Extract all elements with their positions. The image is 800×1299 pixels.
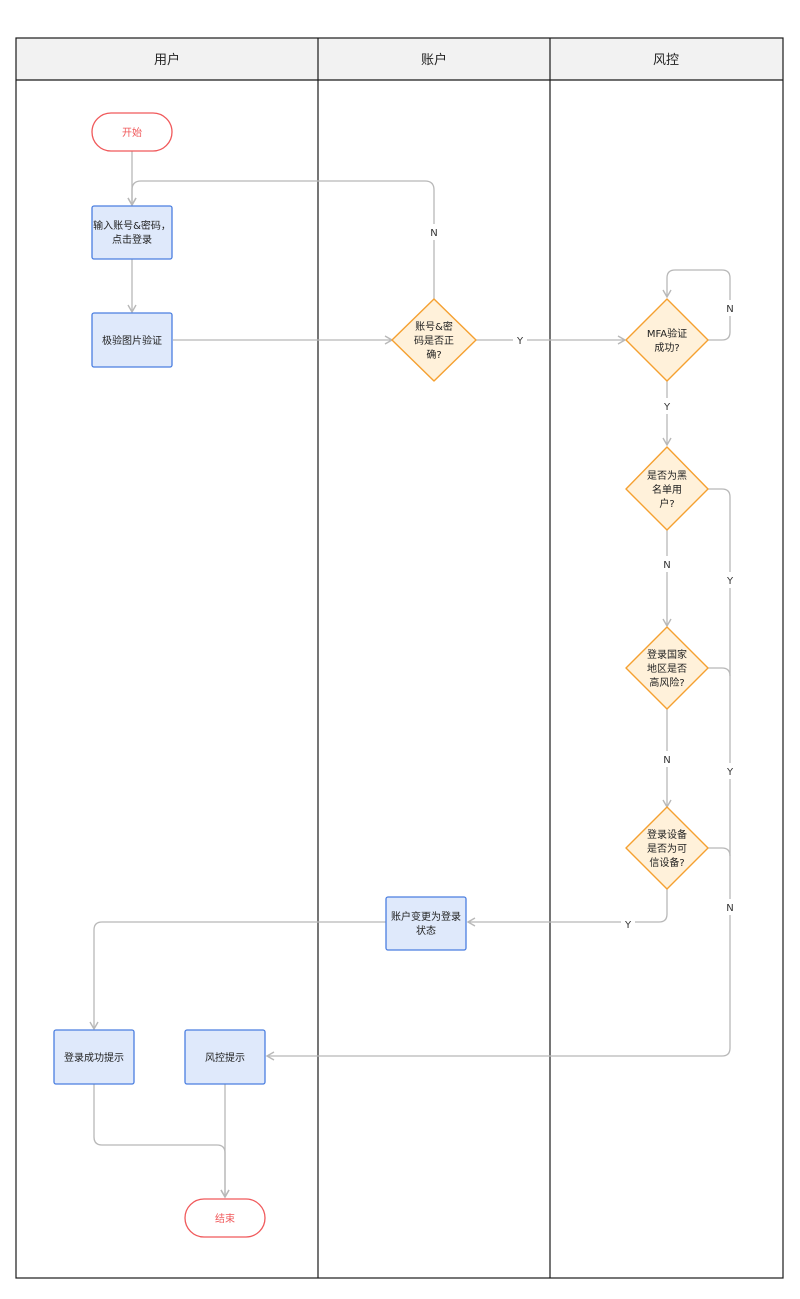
swimlane-frame: 用户 账户 风控 bbox=[15, 37, 784, 1279]
connectors bbox=[89, 151, 731, 1199]
label-bg bbox=[723, 763, 737, 779]
edge-label-mfa-no: N bbox=[726, 304, 733, 315]
edge-device-yes-to-statechange bbox=[466, 889, 668, 927]
region-line1: 登录国家 bbox=[647, 648, 687, 661]
process-input-credentials: 输入账号&密码， 点击登录 bbox=[91, 205, 173, 260]
edge-label-mfa-yes: Y bbox=[663, 402, 671, 413]
blacklist-line3: 户? bbox=[659, 497, 674, 510]
label-bg bbox=[660, 751, 674, 767]
state-change-line2: 状态 bbox=[416, 924, 436, 937]
state-change-line1: 账户变更为登录 bbox=[391, 910, 461, 923]
end-node: 结束 bbox=[184, 1198, 266, 1238]
process-state-change: 账户变更为登录 状态 bbox=[385, 896, 467, 951]
edge-label-region-yes: Y bbox=[726, 767, 734, 778]
mfa-line1: MFA验证 bbox=[647, 327, 687, 340]
label-bg bbox=[660, 398, 674, 414]
edge-label-black-no: N bbox=[663, 560, 670, 571]
decision-password-correct: 账号&密 码是否正 确? bbox=[391, 298, 477, 382]
decision-trusted-device: 登录设备 是否为可 信设备? bbox=[625, 806, 709, 890]
input-label-line2: 点击登录 bbox=[112, 233, 152, 246]
label-bg bbox=[621, 916, 635, 932]
pwd-check-line3: 确? bbox=[426, 348, 441, 361]
edge-risk-to-risktip bbox=[265, 488, 731, 1061]
label-bg bbox=[723, 572, 737, 588]
input-label-line1: 输入账号&密码， bbox=[93, 219, 171, 232]
device-line3: 信设备? bbox=[649, 856, 684, 869]
edge-labels: N Y N Y N Y N Y Y N bbox=[427, 224, 737, 932]
lane-title-account: 账户 bbox=[421, 52, 447, 68]
lane-outer-border bbox=[15, 37, 784, 1279]
decision-blacklist: 是否为黑 名单用 户? bbox=[625, 446, 709, 531]
pwd-check-line1: 账号&密 bbox=[415, 320, 453, 333]
login-ok-label: 登录成功提示 bbox=[64, 1051, 124, 1064]
lane-title-user: 用户 bbox=[154, 52, 180, 68]
edge-label-pwd-no: N bbox=[430, 228, 437, 239]
start-node: 开始 bbox=[91, 112, 173, 152]
pwd-check-line2: 码是否正 bbox=[414, 335, 454, 347]
risk-tip-label: 风控提示 bbox=[205, 1051, 245, 1064]
lane-title-risk: 风控 bbox=[653, 53, 679, 68]
mfa-line2: 成功? bbox=[654, 342, 679, 354]
edge-label-device-no: N bbox=[726, 903, 733, 914]
end-label: 结束 bbox=[215, 1212, 235, 1225]
decision-mfa: MFA验证 成功? bbox=[625, 298, 709, 382]
label-bg bbox=[723, 899, 737, 915]
lane-header-band bbox=[16, 38, 783, 80]
blacklist-line2: 名单用 bbox=[652, 483, 682, 496]
edge-label-pwd-yes: Y bbox=[516, 336, 524, 347]
device-line2: 是否为可 bbox=[647, 843, 687, 855]
label-bg bbox=[427, 224, 441, 240]
start-label: 开始 bbox=[122, 126, 142, 139]
decision-high-risk-region: 登录国家 地区是否 高风险? bbox=[625, 626, 709, 710]
edge-pwdcheck-no-loop bbox=[127, 180, 435, 299]
edge-device-no-merge bbox=[708, 847, 731, 857]
label-bg bbox=[723, 300, 737, 316]
blacklist-line1: 是否为黑 bbox=[647, 470, 687, 482]
edge-statechange-to-loginok bbox=[89, 921, 386, 1031]
process-login-success: 登录成功提示 bbox=[53, 1029, 135, 1085]
process-risk-tip: 风控提示 bbox=[184, 1029, 266, 1085]
edge-region-yes-merge bbox=[708, 667, 731, 677]
edge-label-black-yes: Y bbox=[726, 576, 734, 587]
captcha-label: 极验图片验证 bbox=[102, 334, 162, 347]
edge-loginok-to-end bbox=[93, 1084, 230, 1199]
region-line3: 高风险? bbox=[649, 676, 684, 689]
device-line1: 登录设备 bbox=[647, 828, 687, 841]
edge-label-device-yes: Y bbox=[624, 920, 632, 931]
edge-mfa-no-loop bbox=[662, 269, 731, 341]
label-bg bbox=[660, 556, 674, 572]
process-captcha: 极验图片验证 bbox=[91, 312, 173, 368]
region-line2: 地区是否 bbox=[647, 662, 687, 675]
edge-label-region-no: N bbox=[663, 755, 670, 766]
label-bg bbox=[513, 332, 527, 348]
